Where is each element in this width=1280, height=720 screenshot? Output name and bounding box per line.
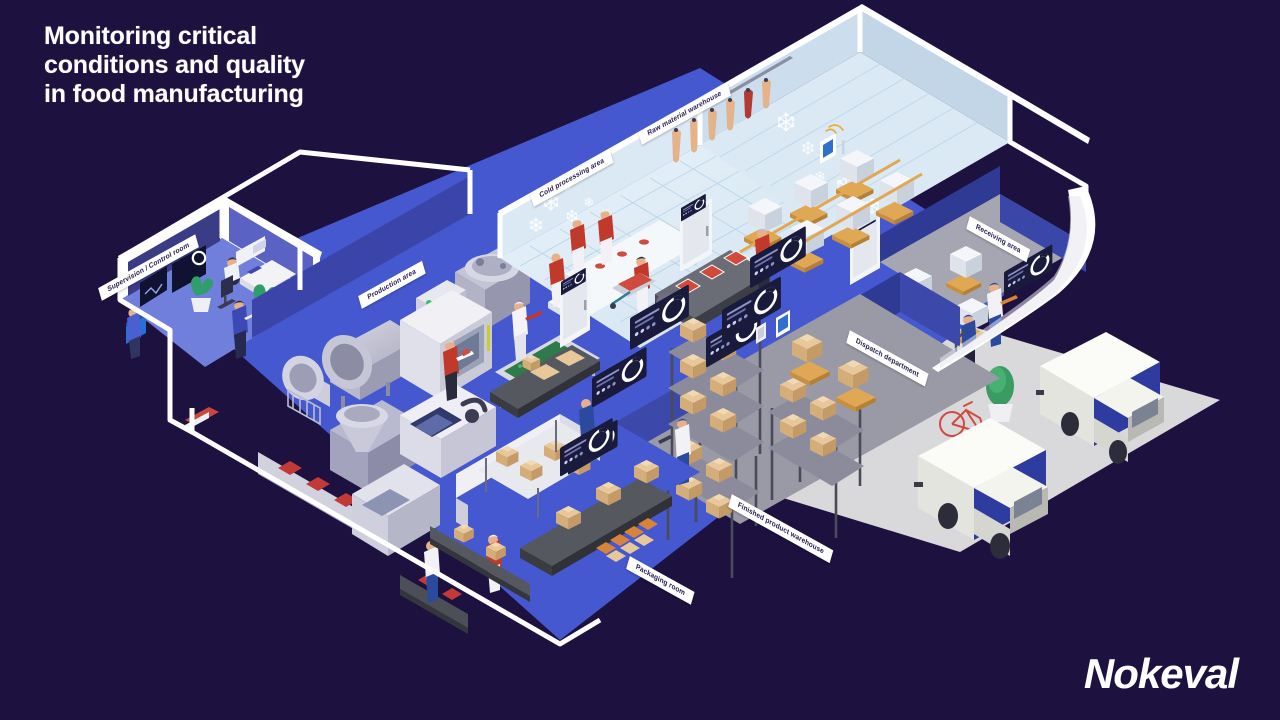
production-conveyor <box>490 345 600 418</box>
product-trays <box>596 518 658 562</box>
delivery-truck-front <box>914 418 1048 559</box>
cold-processing-workers <box>549 209 656 315</box>
curved-outer-wall-inner <box>940 196 1087 368</box>
workstation <box>217 236 296 309</box>
cold-room-door-left <box>560 266 590 348</box>
cold-room-door-right <box>680 192 712 272</box>
delivery-truck-rear <box>1036 332 1164 464</box>
slicer-machine <box>400 384 496 478</box>
tumbler-machine <box>282 320 420 426</box>
page-title: Monitoring critical conditions and quali… <box>44 22 305 108</box>
packaging-conveyor <box>520 460 672 576</box>
wireless-sensor <box>820 124 845 164</box>
control-room-staff <box>126 300 261 359</box>
pallet-rack-b <box>768 378 864 538</box>
production-area <box>252 176 600 634</box>
wall-instruments <box>756 310 790 344</box>
packaging-conveyor-2 <box>430 524 530 602</box>
brand-logo: Nokeval <box>1083 650 1239 697</box>
